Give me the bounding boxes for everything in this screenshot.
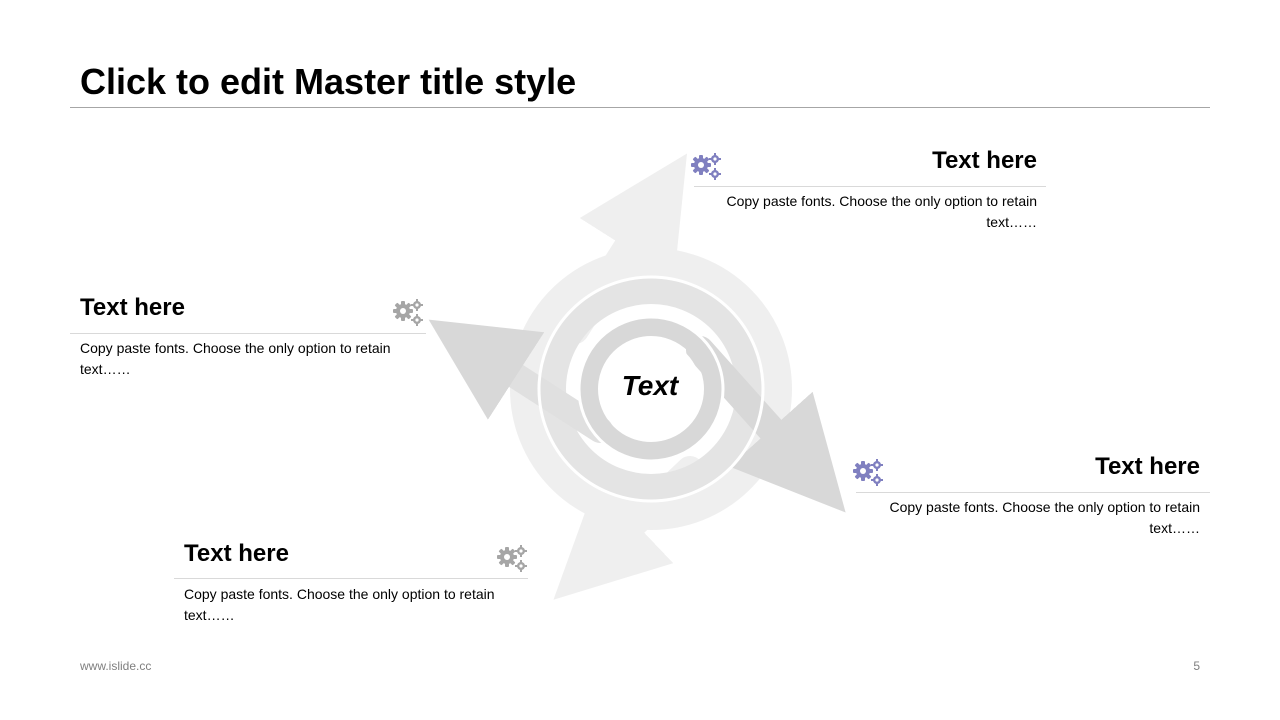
item-title[interactable]: Text here xyxy=(932,147,1037,174)
gears-icon xyxy=(691,153,721,180)
item-title[interactable]: Text here xyxy=(184,540,289,567)
item-divider xyxy=(70,333,426,334)
text-block-right: Text here Copy paste fonts. Choose the o… xyxy=(852,452,1212,552)
item-title[interactable]: Text here xyxy=(80,294,185,321)
text-block-top-right: Text here Copy paste fonts. Choose the o… xyxy=(690,146,1050,246)
center-disc xyxy=(601,339,701,439)
item-body[interactable]: Copy paste fonts. Choose the only option… xyxy=(726,193,1037,230)
text-block-left: Text here Copy paste fonts. Choose the o… xyxy=(70,293,430,393)
center-label[interactable]: Text xyxy=(621,370,679,401)
item-body[interactable]: Copy paste fonts. Choose the only option… xyxy=(80,340,391,377)
page-number: 5 xyxy=(1193,659,1200,673)
title-divider xyxy=(70,107,1210,108)
item-title[interactable]: Text here xyxy=(1095,453,1200,480)
footer-url[interactable]: www.islide.cc xyxy=(80,659,152,673)
arrow-down-right xyxy=(686,336,846,513)
item-divider xyxy=(856,492,1210,493)
gears-icon xyxy=(393,299,423,326)
item-body[interactable]: Copy paste fonts. Choose the only option… xyxy=(184,586,495,623)
gears-icon xyxy=(497,545,527,572)
slide-title[interactable]: Click to edit Master title style xyxy=(80,61,577,102)
gears-icon xyxy=(853,459,883,486)
inner-ring xyxy=(580,318,722,460)
item-body[interactable]: Copy paste fonts. Choose the only option… xyxy=(889,499,1200,536)
arrow-up-left xyxy=(428,319,613,443)
text-block-bottom-left: Text here Copy paste fonts. Choose the o… xyxy=(174,539,534,639)
item-divider xyxy=(694,186,1046,187)
item-divider xyxy=(174,578,528,579)
